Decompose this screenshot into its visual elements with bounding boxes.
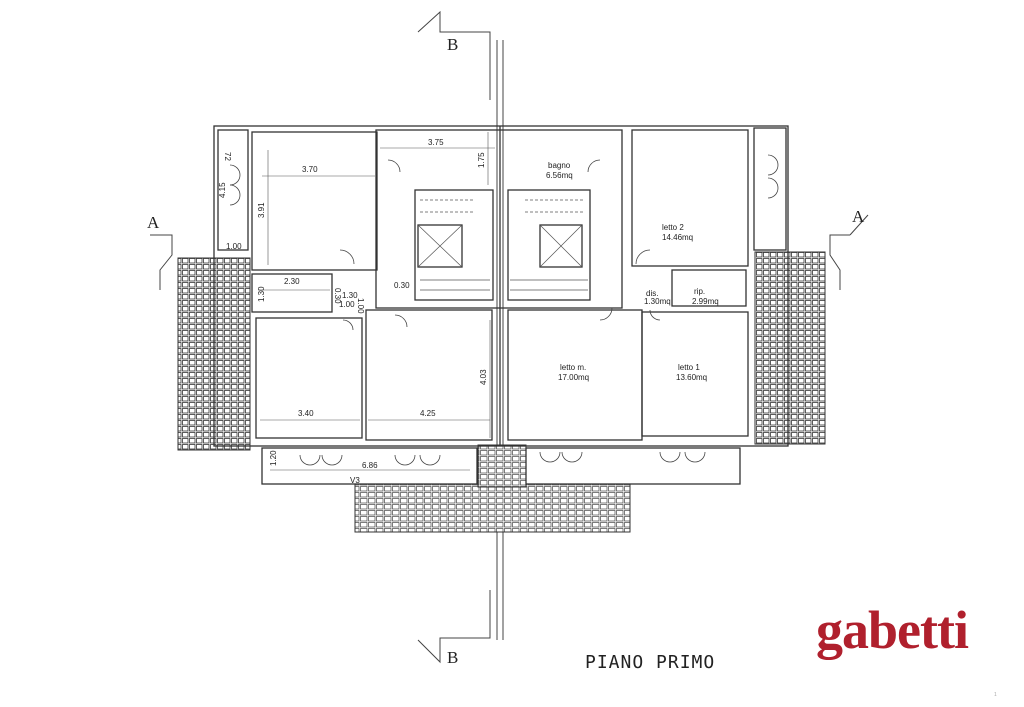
room-rip-name: rip.: [694, 287, 705, 296]
section-line-b: [417, 10, 504, 664]
section-label-a-right: A: [852, 207, 865, 226]
roof-right: [754, 251, 826, 445]
dim-425: 4.25: [420, 409, 436, 418]
dim-030: 0.30: [333, 288, 342, 304]
dim-415: 4.15: [218, 182, 227, 198]
floor-title: PIANO PRIMO: [585, 652, 716, 673]
section-label-b-bottom: B: [447, 648, 458, 667]
dim-340: 3.40: [298, 409, 314, 418]
dim-130b: 1.30: [342, 291, 358, 300]
dim-230: 2.30: [284, 277, 300, 286]
dim-100: 1.00: [226, 242, 242, 251]
dim-72: 72: [223, 152, 232, 161]
dim-375: 3.75: [428, 138, 444, 147]
dim-175: 1.75: [477, 152, 486, 168]
section-line-a: [150, 214, 869, 290]
room-lettom-name: letto m.: [560, 363, 586, 372]
room-lettom-area: 17.00mq: [558, 373, 589, 382]
dim-100b: 1.00: [356, 298, 365, 314]
dim-100c: 1.00: [339, 300, 355, 309]
dim-0-30: 0.30: [394, 281, 410, 290]
dim-370: 3.70: [302, 165, 318, 174]
room-letto2-area: 14.46mq: [662, 233, 693, 242]
dim-v3: V3: [350, 476, 360, 485]
roof-center: [477, 444, 527, 488]
room-bagno-name: bagno: [548, 161, 571, 170]
dim-130: 1.30: [257, 286, 266, 302]
room-dis-name: dis.: [646, 289, 658, 298]
dim-391: 3.91: [257, 202, 266, 218]
stairs: [417, 199, 588, 291]
walls: [213, 125, 789, 485]
room-letto1-area: 13.60mq: [676, 373, 707, 382]
dim-403: 4.03: [479, 369, 488, 385]
dimension-lines: [258, 132, 495, 471]
door-swings: [229, 154, 779, 466]
room-bagno-area: 6.56mq: [546, 171, 573, 180]
page-number: 1: [994, 692, 997, 698]
section-label-b-top: B: [447, 35, 458, 54]
room-rip-area: 2.99mq: [692, 297, 719, 306]
room-dis-area: 1.30mq: [644, 297, 671, 306]
gabetti-logo: gabetti: [816, 600, 969, 660]
section-label-a-left: A: [147, 213, 160, 232]
dim-120: 1.20: [269, 450, 278, 466]
room-letto1-name: letto 1: [678, 363, 700, 372]
room-letto2-name: letto 2: [662, 223, 684, 232]
roof-bottom: [354, 483, 631, 533]
dim-686: 6.86: [362, 461, 378, 470]
